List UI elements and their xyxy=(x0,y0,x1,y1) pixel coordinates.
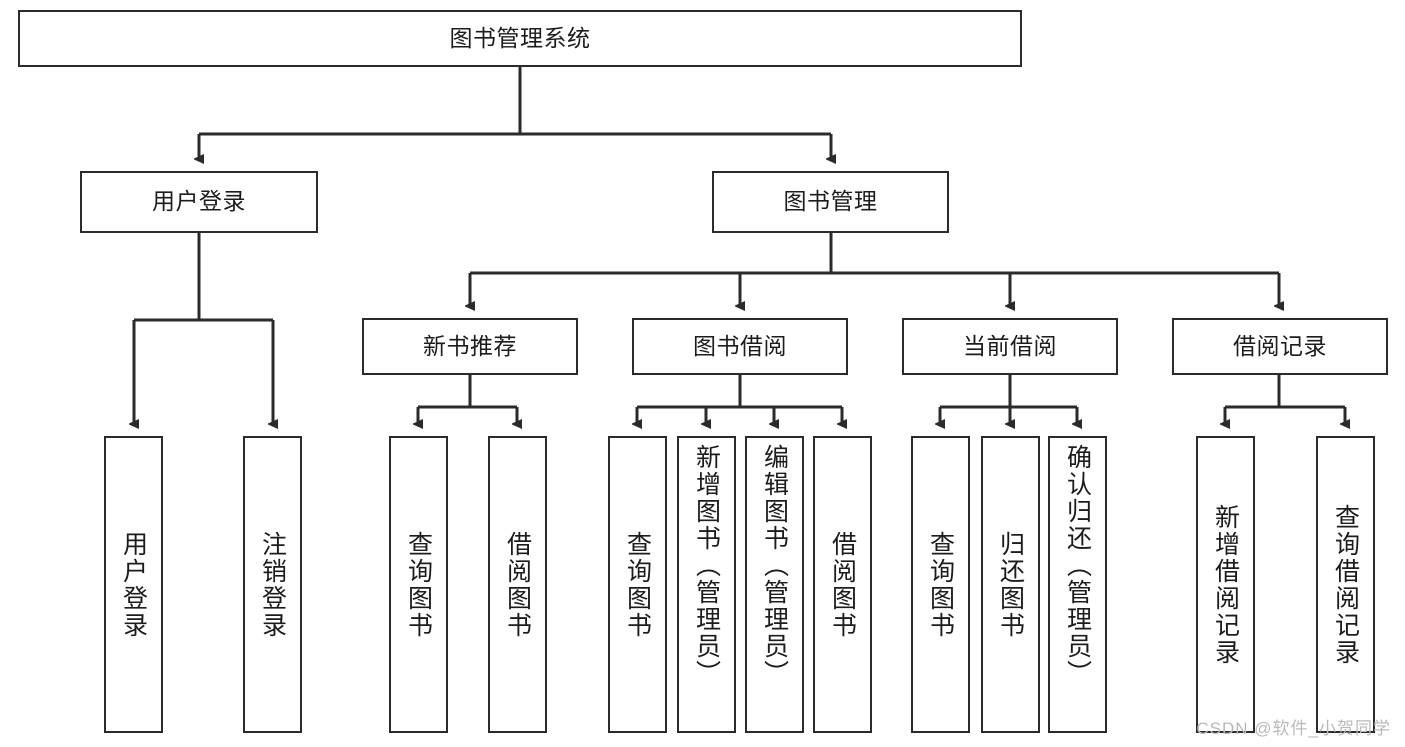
leaf-borrow-borrow-book-label: 借阅图书 xyxy=(828,530,857,639)
node-borrow-records-label: 借阅记录 xyxy=(1233,332,1327,359)
leaf-current-return-book[interactable]: 归还图书 xyxy=(981,436,1040,733)
node-root-label: 图书管理系统 xyxy=(449,24,591,51)
node-new-book-recommend-label: 新书推荐 xyxy=(423,332,517,359)
leaf-new-book-borrow[interactable]: 借阅图书 xyxy=(488,436,547,733)
leaf-records-add-label: 新增借阅记录 xyxy=(1211,503,1240,666)
node-borrow-records[interactable]: 借阅记录 xyxy=(1172,318,1388,375)
node-root[interactable]: 图书管理系统 xyxy=(18,10,1022,67)
node-user-login[interactable]: 用户登录 xyxy=(80,171,318,233)
leaf-borrow-query-book[interactable]: 查询图书 xyxy=(608,436,667,733)
leaf-borrow-edit-book[interactable]: 编辑图书（管理员） xyxy=(745,436,804,733)
node-book-borrow-label: 图书借阅 xyxy=(693,332,787,359)
leaf-current-query-book-label: 查询图书 xyxy=(926,530,955,639)
leaf-current-return-book-label: 归还图书 xyxy=(996,530,1025,639)
leaf-current-confirm-return-label: 确认归还（管理员） xyxy=(1063,444,1092,687)
node-book-borrow[interactable]: 图书借阅 xyxy=(632,318,848,375)
leaf-user-login[interactable]: 用户登录 xyxy=(104,436,163,733)
leaf-new-book-borrow-label: 借阅图书 xyxy=(503,530,532,639)
leaf-logout[interactable]: 注销登录 xyxy=(243,436,302,733)
node-current-borrow[interactable]: 当前借阅 xyxy=(902,318,1118,375)
csdn-watermark: CSDN @软件_小贺同学 xyxy=(1196,719,1391,738)
node-book-management-label: 图书管理 xyxy=(783,188,878,215)
leaf-borrow-add-book-label: 新增图书（管理员） xyxy=(692,444,721,687)
leaf-user-login-label: 用户登录 xyxy=(119,530,148,639)
leaf-records-add[interactable]: 新增借阅记录 xyxy=(1196,436,1255,733)
leaf-new-book-query[interactable]: 查询图书 xyxy=(389,436,448,733)
leaf-new-book-query-label: 查询图书 xyxy=(404,530,433,639)
leaf-records-query[interactable]: 查询借阅记录 xyxy=(1316,436,1375,733)
node-new-book-recommend[interactable]: 新书推荐 xyxy=(362,318,578,375)
leaf-records-query-label: 查询借阅记录 xyxy=(1331,503,1360,666)
leaf-borrow-add-book[interactable]: 新增图书（管理员） xyxy=(677,436,736,733)
leaf-current-confirm-return[interactable]: 确认归还（管理员） xyxy=(1048,436,1107,733)
leaf-borrow-borrow-book[interactable]: 借阅图书 xyxy=(813,436,872,733)
leaf-borrow-query-book-label: 查询图书 xyxy=(623,530,652,639)
node-book-management[interactable]: 图书管理 xyxy=(712,171,949,233)
node-user-login-label: 用户登录 xyxy=(152,188,246,215)
leaf-borrow-edit-book-label: 编辑图书（管理员） xyxy=(760,444,789,687)
node-current-borrow-label: 当前借阅 xyxy=(963,332,1057,359)
leaf-current-query-book[interactable]: 查询图书 xyxy=(911,436,970,733)
leaf-logout-label: 注销登录 xyxy=(258,530,287,639)
